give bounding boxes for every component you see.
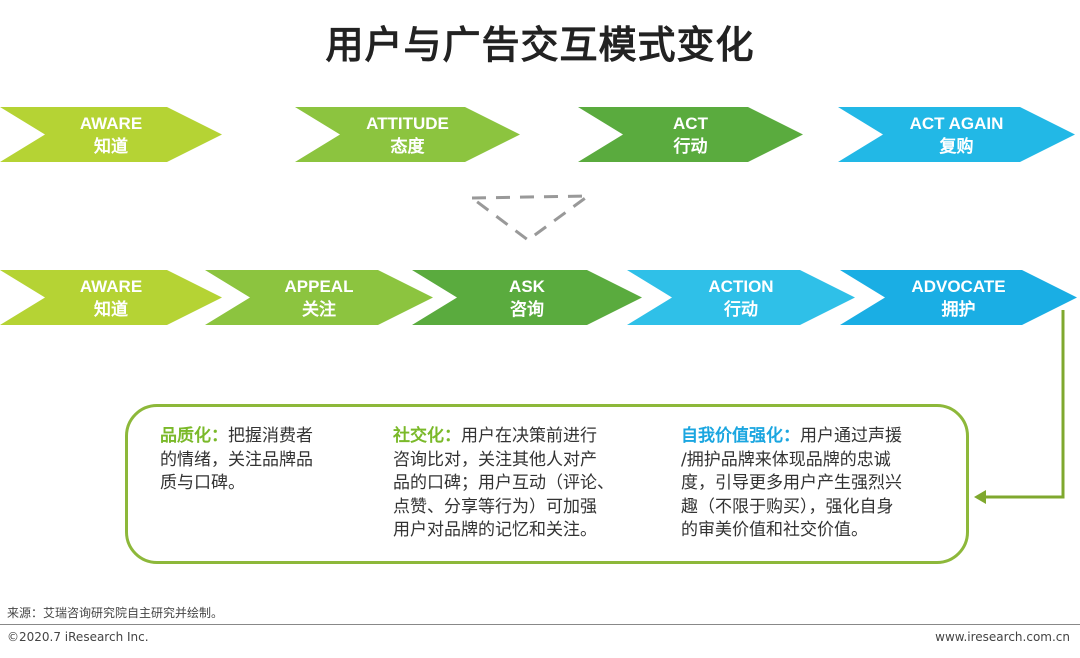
note-line: /拥护品牌来体现品牌的忠诚 bbox=[681, 449, 891, 470]
transition-dashed-arrow bbox=[471, 194, 593, 242]
chevron-shape bbox=[838, 107, 1075, 162]
divider bbox=[0, 624, 1080, 625]
note-line: 点赞、分享等行为）可加强 bbox=[393, 496, 597, 517]
note-label: 社交化： bbox=[393, 426, 461, 446]
note-label: 自我价值强化： bbox=[681, 426, 800, 446]
stage-en: AWARE bbox=[79, 114, 143, 133]
stage-en: APPEAL bbox=[284, 277, 354, 296]
stage-chevron: AWARE 知道 bbox=[0, 270, 222, 325]
stage-zh: 知道 bbox=[94, 300, 128, 319]
stage-en: ACT AGAIN bbox=[909, 114, 1004, 133]
stage-en: AWARE bbox=[79, 277, 143, 296]
website: www.iresearch.com.cn bbox=[935, 630, 1070, 644]
note-line: 度，引导更多用户产生强烈兴 bbox=[681, 473, 902, 493]
stage-en: ACTION bbox=[708, 277, 774, 296]
stage-chevron: AWARE 知道 bbox=[0, 107, 222, 162]
notes-box bbox=[125, 404, 969, 564]
stage-zh: 关注 bbox=[302, 300, 336, 319]
stage-zh: 拥护 bbox=[941, 300, 976, 319]
stage-zh: 行动 bbox=[673, 137, 708, 156]
source-note: 来源：艾瑞咨询研究院自主研究并绘制。 bbox=[7, 606, 224, 620]
note-line: 把握消费者 bbox=[228, 426, 313, 446]
stage-zh: 咨询 bbox=[510, 300, 544, 319]
stage-en: ADVOCATE bbox=[911, 277, 1006, 296]
stage-chevron: ADVOCATE 拥护 bbox=[840, 270, 1077, 325]
chevron-shape bbox=[0, 270, 222, 325]
note-label: 品质化： bbox=[160, 426, 228, 446]
chevron-shape bbox=[627, 270, 855, 325]
note-line: 用户在决策前进行 bbox=[461, 426, 597, 446]
stage-chevron: ATTITUDE 态度 bbox=[295, 107, 520, 162]
note-line: 的情绪，关注品牌品 bbox=[160, 449, 313, 470]
note-column: 社交化：用户在决策前进行咨询比对，关注其他人对产品的口碑；用户互动（评论、点赞、… bbox=[393, 425, 614, 543]
stage-chevron: ACT AGAIN 复购 bbox=[838, 107, 1075, 162]
stage-en: ASK bbox=[509, 277, 545, 296]
note-column: 品质化：把握消费者的情绪，关注品牌品质与口碑。 bbox=[160, 425, 313, 496]
copyright: ©2020.7 iResearch Inc. bbox=[7, 630, 149, 644]
note-column: 自我价值强化：用户通过声援/拥护品牌来体现品牌的忠诚度，引导更多用户产生强烈兴趣… bbox=[681, 425, 902, 543]
stage-en: ATTITUDE bbox=[366, 114, 449, 133]
chevron-shape bbox=[0, 107, 222, 162]
stage-chevron: ASK 咨询 bbox=[412, 270, 642, 325]
feedback-connector-arrow bbox=[974, 310, 1065, 504]
chevron-shape bbox=[840, 270, 1077, 325]
stage-chevron: ACT 行动 bbox=[578, 107, 803, 162]
note-line: 品的口碑；用户互动（评论、 bbox=[393, 473, 614, 493]
stage-zh: 复购 bbox=[939, 137, 974, 156]
chevron-shape bbox=[205, 270, 433, 325]
chevron-shape bbox=[578, 107, 803, 162]
chevron-shape bbox=[295, 107, 520, 162]
note-line: 用户对品牌的记忆和关注。 bbox=[393, 520, 597, 540]
stage-chevron: APPEAL 关注 bbox=[205, 270, 433, 325]
stage-zh: 行动 bbox=[724, 300, 758, 319]
chevron-shape bbox=[412, 270, 642, 325]
stage-chevron: ACTION 行动 bbox=[627, 270, 855, 325]
note-line: 质与口碑。 bbox=[160, 473, 245, 493]
note-line: 趣（不限于购买），强化自身 bbox=[681, 496, 894, 517]
note-line: 用户通过声援 bbox=[800, 426, 902, 446]
note-line: 咨询比对，关注其他人对产 bbox=[393, 449, 597, 470]
stage-zh: 态度 bbox=[390, 137, 425, 156]
note-line: 的审美价值和社交价值。 bbox=[681, 520, 868, 540]
stage-en: ACT bbox=[673, 114, 708, 133]
page-title: 用户与广告交互模式变化 bbox=[325, 23, 755, 67]
stage-zh: 知道 bbox=[94, 137, 128, 156]
